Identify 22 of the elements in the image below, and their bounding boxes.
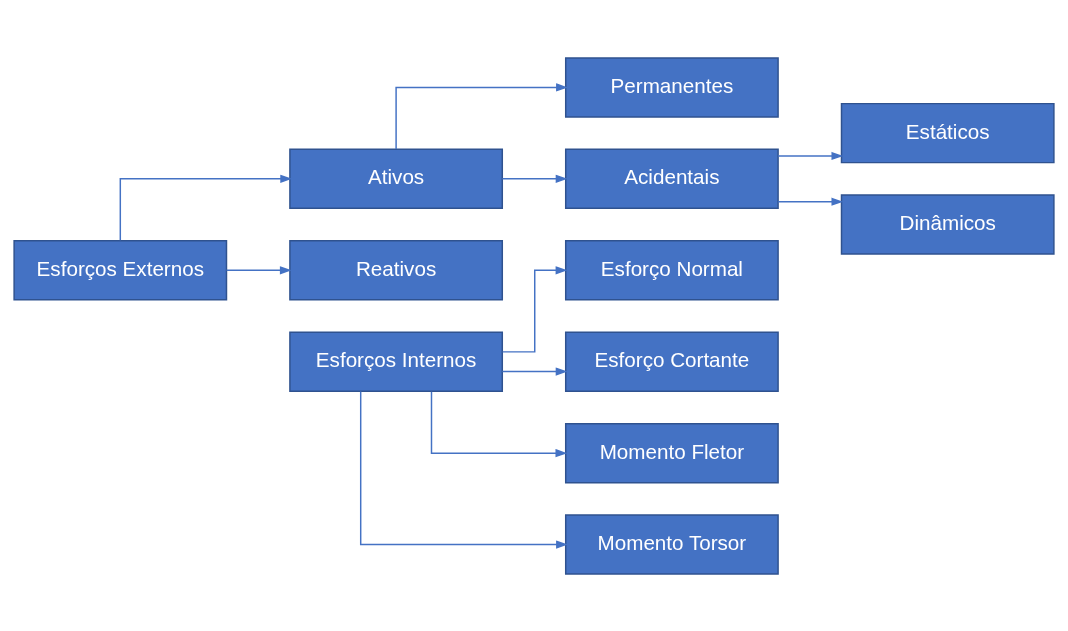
arrow: [501, 265, 568, 353]
node-box: Ativos: [289, 148, 504, 209]
node-box: Reativos: [289, 239, 504, 300]
node-box: Esforço Cortante: [564, 331, 779, 392]
node-box: Esforços Externos: [13, 239, 228, 300]
node-box: Momento Torsor: [564, 513, 779, 575]
node-box: Acidentais: [564, 148, 779, 209]
arrow: [359, 390, 568, 549]
arrow: [777, 151, 844, 160]
arrow: [119, 174, 293, 241]
node-box: Estáticos: [840, 102, 1055, 163]
arrow: [501, 366, 568, 376]
arrow: [225, 265, 292, 274]
node-box: Dinâmicos: [840, 193, 1055, 255]
arrow: [777, 197, 844, 206]
node-box: Esforços Internos: [289, 331, 504, 392]
arrow: [501, 174, 568, 183]
node-box: Momento Fletor: [564, 422, 779, 483]
arrow: [430, 390, 568, 457]
node-box: Esforço Normal: [564, 239, 779, 300]
node-box: Permanentes: [564, 56, 779, 118]
arrow: [395, 82, 568, 150]
